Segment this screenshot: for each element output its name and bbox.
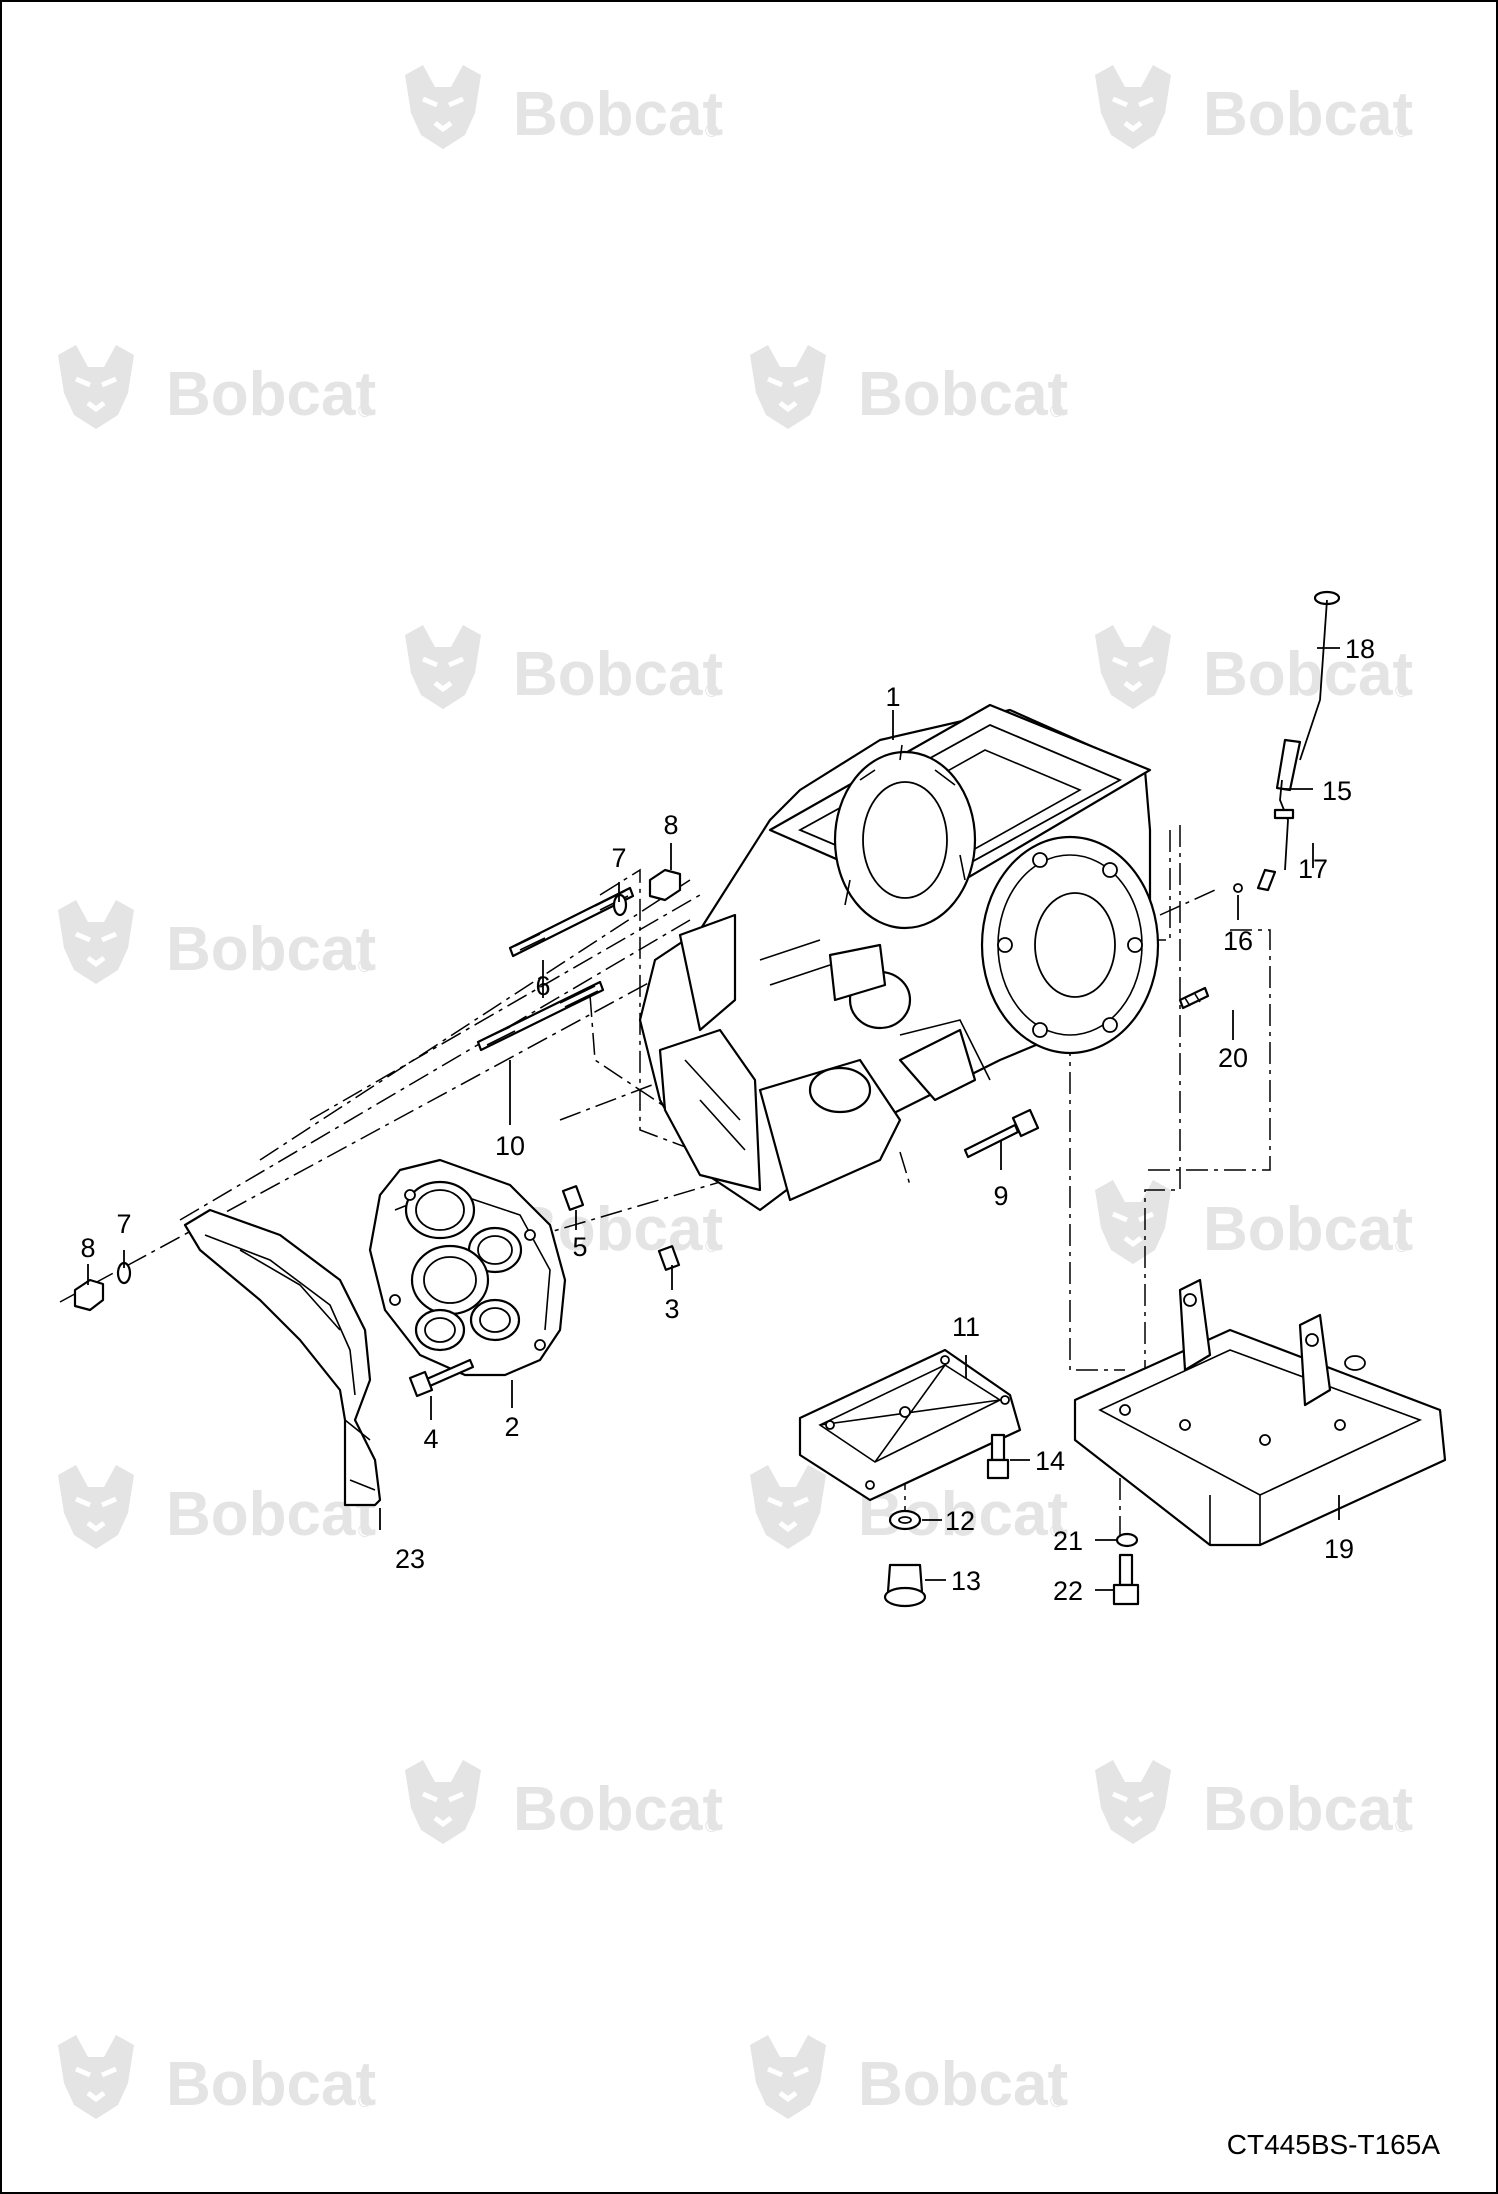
watermark-registered-mark: ® xyxy=(358,1521,371,1541)
bobcat-head-logo-icon xyxy=(750,2035,826,2119)
callout-8-lower: 8 xyxy=(80,1233,95,1263)
watermark-registered-mark: ® xyxy=(1395,1816,1408,1836)
step-bracket xyxy=(1073,1278,1447,1547)
watermark-registered-mark: ® xyxy=(1050,2091,1063,2111)
bobcat-watermark: Bobcat® xyxy=(405,1760,723,1844)
bobcat-watermark: Bobcat® xyxy=(750,345,1068,429)
callout-4: 4 xyxy=(423,1424,438,1454)
watermark-brand-text: Bobcat xyxy=(858,360,1068,429)
watermark-brand-text: Bobcat xyxy=(1203,640,1413,709)
watermark-registered-mark: ® xyxy=(358,2091,371,2111)
watermark-registered-mark: ® xyxy=(705,1236,718,1256)
watermark-brand-text: Bobcat xyxy=(166,915,376,984)
callout-7-upper: 7 xyxy=(611,843,626,873)
bobcat-head-logo-icon xyxy=(750,345,826,429)
callout-22: 22 xyxy=(1053,1576,1083,1606)
watermark-brand-text: Bobcat xyxy=(166,1480,376,1549)
callout-14: 14 xyxy=(1035,1446,1065,1476)
watermark-registered-mark: ® xyxy=(358,956,371,976)
watermark-brand-text: Bobcat xyxy=(513,1775,723,1844)
bobcat-head-logo-icon xyxy=(58,2035,134,2119)
callout-20: 20 xyxy=(1218,1043,1248,1073)
callout-10: 10 xyxy=(495,1131,525,1161)
bottom-cover xyxy=(798,1348,1022,1502)
bobcat-head-logo-icon xyxy=(1095,1180,1171,1264)
bobcat-watermark: Bobcat® xyxy=(405,65,723,149)
callout-8-upper: 8 xyxy=(663,810,678,840)
callout-19: 19 xyxy=(1324,1534,1354,1564)
side-plate xyxy=(183,1208,382,1507)
callout-12: 12 xyxy=(945,1506,975,1536)
document-code: CT445BS-T165A xyxy=(1227,2129,1441,2160)
watermark-brand-text: Bobcat xyxy=(1203,1775,1413,1844)
bobcat-head-logo-icon xyxy=(1095,65,1171,149)
callout-labels: 1 2 3 4 5 6 7 7 8 8 9 10 11 12 13 14 15 … xyxy=(80,634,1375,1606)
watermark-brand-text: Bobcat xyxy=(166,2050,376,2119)
callout-18: 18 xyxy=(1345,634,1375,664)
callout-17: 17 xyxy=(1298,854,1328,884)
callout-13: 13 xyxy=(951,1566,981,1596)
watermark-brand-text: Bobcat xyxy=(1203,1195,1413,1264)
bobcat-head-logo-icon xyxy=(405,1760,481,1844)
watermark-registered-mark: ® xyxy=(1050,401,1063,421)
front-cover xyxy=(368,1158,567,1377)
watermark-layer: Bobcat®Bobcat®Bobcat®Bobcat®Bobcat®Bobca… xyxy=(58,65,1413,2119)
bobcat-watermark: Bobcat® xyxy=(750,2035,1068,2119)
bobcat-watermark: Bobcat® xyxy=(58,345,376,429)
watermark-brand-text: Bobcat xyxy=(858,2050,1068,2119)
watermark-registered-mark: ® xyxy=(358,401,371,421)
dipstick-assembly xyxy=(1233,590,1341,893)
bobcat-head-logo-icon xyxy=(1095,1760,1171,1844)
watermark-brand-text: Bobcat xyxy=(166,360,376,429)
watermark-registered-mark: ® xyxy=(705,681,718,701)
callout-7-lower: 7 xyxy=(116,1209,131,1239)
watermark-brand-text: Bobcat xyxy=(1203,80,1413,149)
callout-15: 15 xyxy=(1322,776,1352,806)
bobcat-watermark: Bobcat® xyxy=(1095,1760,1413,1844)
bobcat-watermark: Bobcat® xyxy=(1095,1180,1413,1264)
watermark-registered-mark: ® xyxy=(1050,1521,1063,1541)
watermark-registered-mark: ® xyxy=(705,1816,718,1836)
callout-3: 3 xyxy=(664,1294,679,1324)
watermark-brand-text: Bobcat xyxy=(513,80,723,149)
hardware-parts xyxy=(73,868,1210,1608)
bobcat-watermark: Bobcat® xyxy=(58,900,376,984)
callout-21: 21 xyxy=(1053,1526,1083,1556)
bobcat-head-logo-icon xyxy=(58,900,134,984)
callout-2: 2 xyxy=(504,1412,519,1442)
bobcat-watermark: Bobcat® xyxy=(405,625,723,709)
callout-23: 23 xyxy=(395,1544,425,1574)
callout-11: 11 xyxy=(952,1312,980,1342)
watermark-registered-mark: ® xyxy=(1395,681,1408,701)
bobcat-watermark: Bobcat® xyxy=(58,1465,376,1549)
bobcat-head-logo-icon xyxy=(1095,625,1171,709)
watermark-registered-mark: ® xyxy=(1395,121,1408,141)
bobcat-watermark: Bobcat® xyxy=(1095,65,1413,149)
callout-1: 1 xyxy=(885,682,900,712)
bobcat-head-logo-icon xyxy=(405,625,481,709)
watermark-brand-text: Bobcat xyxy=(513,640,723,709)
callout-leaders xyxy=(87,647,1340,1591)
bobcat-head-logo-icon xyxy=(750,1465,826,1549)
bobcat-watermark: Bobcat® xyxy=(58,2035,376,2119)
callout-16: 16 xyxy=(1223,926,1253,956)
callout-6: 6 xyxy=(535,971,550,1001)
callout-5: 5 xyxy=(572,1232,587,1262)
bobcat-head-logo-icon xyxy=(58,1465,134,1549)
watermark-registered-mark: ® xyxy=(705,121,718,141)
bobcat-watermark: Bobcat® xyxy=(1095,625,1413,709)
bobcat-head-logo-icon xyxy=(58,345,134,429)
bobcat-head-logo-icon xyxy=(405,65,481,149)
watermark-registered-mark: ® xyxy=(1395,1236,1408,1256)
transmission-case xyxy=(638,703,1160,1212)
callout-9: 9 xyxy=(993,1181,1008,1211)
